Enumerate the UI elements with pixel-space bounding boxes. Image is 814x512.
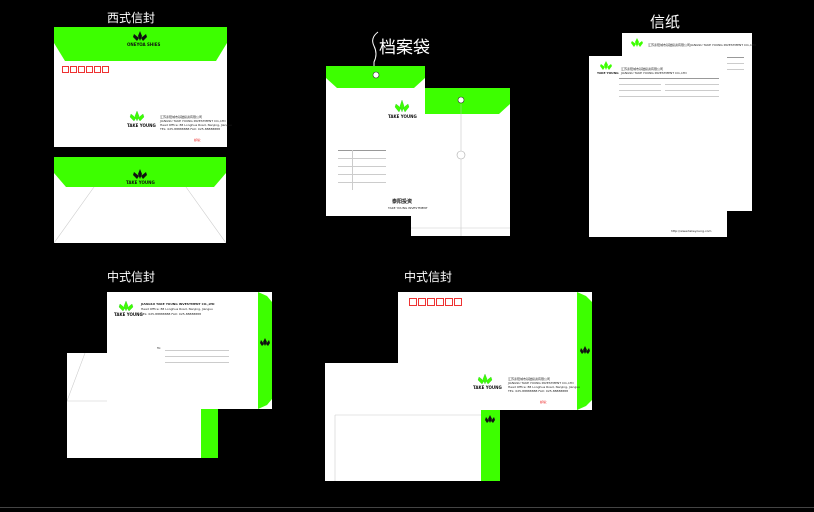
postcode-box <box>94 66 101 73</box>
lotus-logo-icon <box>600 61 612 70</box>
envelope-side-flap <box>258 292 272 409</box>
lotus-logo-icon <box>260 338 270 346</box>
file-bag-front: TAKE YOUNG 泰阳投资 TAKE YOUNG INVESTMENT <box>326 66 428 216</box>
lotus-logo-icon <box>133 31 147 41</box>
head-office: Head Office: 88 Longhua Road, Nanjing, J… <box>508 385 580 389</box>
bag-name-cn: 泰阳投资 <box>392 199 413 205</box>
company-en: JIANGSU TAKE YOUNG INVESTMENT CO.,LTD <box>690 43 756 47</box>
label-file-bag: 档案袋 <box>379 38 430 58</box>
postcode-box <box>409 298 417 306</box>
label-letter-paper: 信纸 <box>650 13 681 31</box>
file-bag-back-flap <box>411 88 510 236</box>
lotus-logo-icon <box>485 415 495 423</box>
brand-name: TAKE YOUNG <box>127 123 156 128</box>
postcode-box <box>427 298 435 306</box>
file-bag-back <box>411 88 510 236</box>
company-en: JIANGSU TAKE YOUNG INVESTMENT CO.,LTD <box>621 71 687 75</box>
letter-paper-front: TAKE YOUNG 江苏泰阳城市基础投资有限公司 JIANGSU TAKE Y… <box>589 56 727 237</box>
postcode-box <box>436 298 444 306</box>
brand-name-bag: TAKE YOUNG <box>388 114 417 119</box>
tel-fax: TEL: 025-88888888 FAX: 025-88888888 <box>141 312 201 316</box>
label-western-envelope: 西式信封 <box>107 11 156 25</box>
bottom-divider <box>0 507 814 508</box>
postcode-label: 邮编： <box>540 400 550 404</box>
label-chinese-envelope-2: 中式信封 <box>404 270 453 284</box>
postcode-box <box>102 66 109 73</box>
company-cn: 江苏泰阳城市基础投资有限公司 <box>621 67 664 71</box>
tel-fax: TEL: 025-88888888 FAX: 025-88888888 <box>160 127 220 131</box>
to-label: To: <box>157 346 162 350</box>
lotus-logo-icon <box>394 100 410 112</box>
bag-investment: TAKE YOUNG INVESTMENT <box>388 206 428 210</box>
website: http://www.takeyoung.com <box>671 229 712 233</box>
lotus-logo-icon <box>477 374 493 384</box>
postcode-box <box>418 298 426 306</box>
company-en: JIANGSU TAKE YOUNG INVESTMENT CO.,LTD <box>160 119 226 123</box>
label-chinese-envelope-1: 中式信封 <box>107 270 156 284</box>
lotus-logo-icon <box>580 346 590 354</box>
western-envelope-front: ONEYOA SHIES TAKE YOUNG 江苏泰阳城市基础投资有限公司 J… <box>54 27 232 147</box>
chinese-envelope-1-front: TAKE YOUNG JIANGSU TAKE YOUNG INVESTMENT… <box>107 292 272 409</box>
file-bag-front-flap <box>326 66 425 88</box>
top-logo-text: ONEYOA SHIES <box>127 42 161 47</box>
head-office: Head Office: 88 Longhua Road, Nanjing, J… <box>141 307 213 311</box>
company-cn: 江苏泰阳城市基础投资有限公司 <box>648 43 691 47</box>
string-hook-icon <box>372 31 379 74</box>
lotus-logo-icon <box>133 169 147 179</box>
postcode-box <box>78 66 85 73</box>
western-envelope-back: TAKE YOUNG <box>54 157 226 243</box>
company-en: JIANGSU TAKE YOUNG INVESTMENT CO.,LTD <box>508 381 574 385</box>
brand-name-back: TAKE YOUNG <box>126 180 155 185</box>
postcode-box <box>70 66 77 73</box>
postcode-label: 邮编： <box>194 138 204 142</box>
chinese-envelope-2-front: TAKE YOUNG 江苏泰阳城市基础投资有限公司 JIANGSU TAKE Y… <box>398 292 592 410</box>
lotus-logo-icon <box>631 38 643 47</box>
tel-fax: TEL: 025-88888888 FAX: 025-88888888 <box>508 389 568 393</box>
envelope-flap <box>54 27 227 61</box>
head-office: Head Office: 88 Longhua Road, Nanjing, J… <box>160 123 232 127</box>
company-cn: 江苏泰阳城市基础投资有限公司 <box>160 115 203 119</box>
postcode-box <box>86 66 93 73</box>
brand-name: TAKE YOUNG <box>473 385 502 390</box>
envelope-side-flap <box>334 409 500 481</box>
company-en: JIANGSU TAKE YOUNG INVESTMENT CO.,LTD <box>141 302 215 306</box>
company-cn: 江苏泰阳城市基础投资有限公司 <box>508 377 551 381</box>
lotus-logo-icon <box>129 111 145 121</box>
lotus-logo-icon <box>118 301 134 311</box>
postcode-box <box>62 66 69 73</box>
postcode-box <box>445 298 453 306</box>
postcode-box <box>454 298 462 306</box>
letter-brand: TAKE YOUNG <box>597 71 619 75</box>
brand-name: TAKE YOUNG <box>114 312 143 317</box>
